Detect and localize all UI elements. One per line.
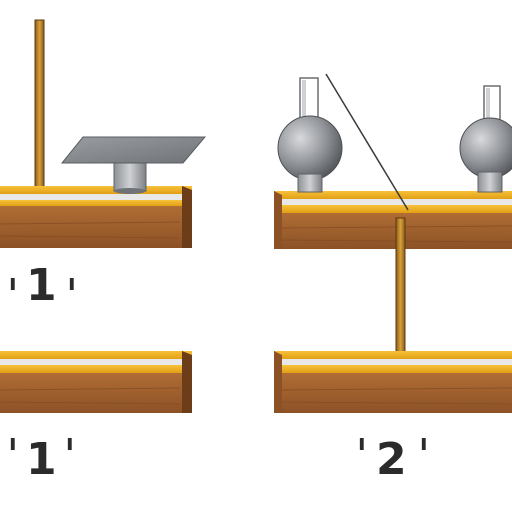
panel-right: ı 2 ı <box>274 73 512 485</box>
string-line <box>325 73 409 211</box>
label-one-top-left-mark: ı <box>9 271 17 296</box>
wood-plank-icon <box>274 351 512 413</box>
label-two: 2 <box>376 434 407 485</box>
label-one-top-right-mark: ı <box>68 271 76 296</box>
label-one-top-left: 1 <box>26 260 57 311</box>
vertical-rod <box>34 19 45 207</box>
wood-plank-icon <box>274 191 512 249</box>
wood-plank-icon <box>0 186 192 248</box>
metal-plate-icon <box>60 136 207 194</box>
label-one-bottom-right-mark: ı <box>66 431 74 456</box>
label-one-bottom-left-mark: ı <box>9 431 17 456</box>
panel-bottom-left: ı 1 ı <box>0 351 192 485</box>
metal-ball-icon <box>277 77 343 193</box>
wood-plank-icon <box>0 351 192 413</box>
panel-top-left: ı 1 ı <box>0 19 207 311</box>
label-one-bottom: 1 <box>26 434 57 485</box>
label-two-right-mark: ı <box>420 431 428 456</box>
metal-ball-icon <box>459 85 512 193</box>
label-two-left-mark: ı <box>358 431 366 456</box>
